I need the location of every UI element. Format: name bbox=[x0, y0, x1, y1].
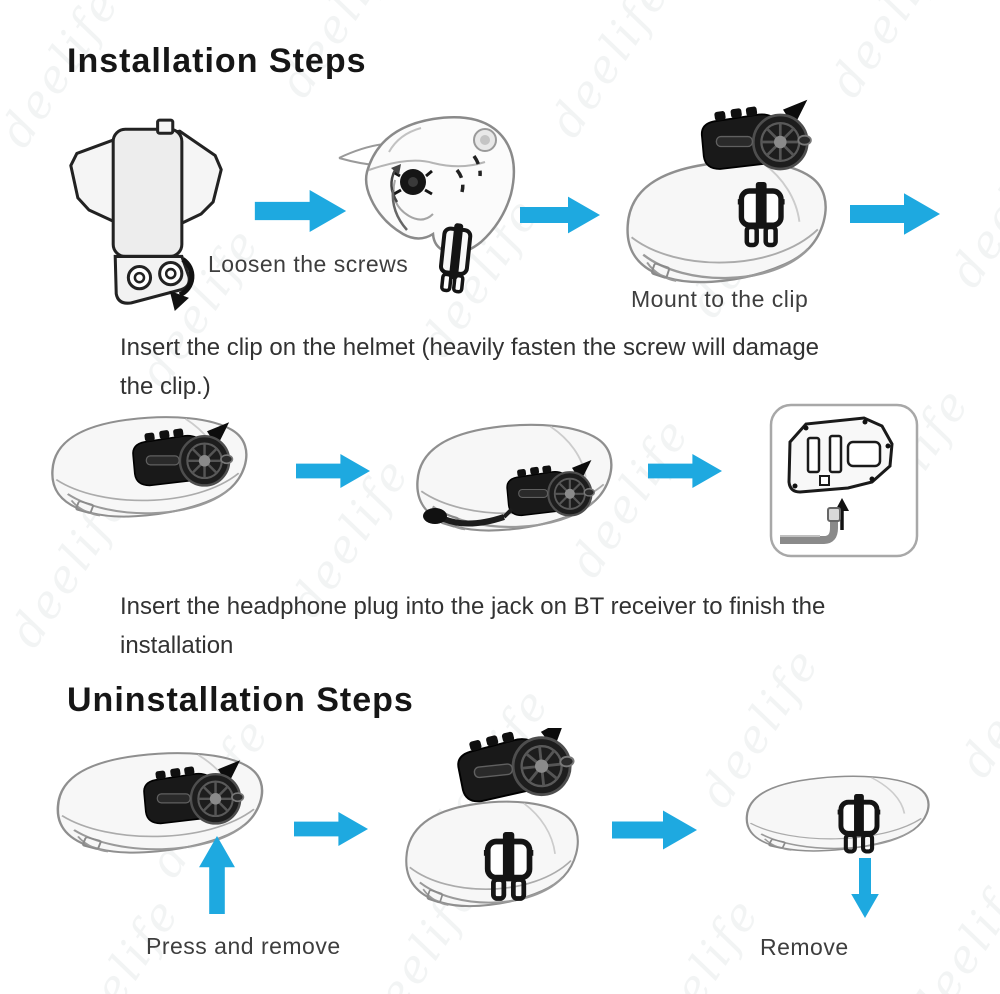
watermark: deelife bbox=[628, 887, 771, 994]
fig-clip-remaining bbox=[738, 768, 934, 863]
fig-helmet-loosen-screw bbox=[333, 106, 533, 306]
note-insert-clip-line2: the clip.) bbox=[120, 373, 211, 400]
installation-title: Installation Steps bbox=[67, 42, 367, 80]
fig-device-with-mic bbox=[408, 413, 618, 543]
arrow-right-icon bbox=[612, 810, 697, 855]
uninstallation-title: Uninstallation Steps bbox=[67, 681, 414, 719]
fig-device-detached bbox=[398, 728, 588, 922]
headphone-plug-icon bbox=[780, 507, 841, 544]
helmet-icon bbox=[745, 775, 930, 853]
arrow-up-icon bbox=[198, 836, 236, 919]
unscrew-arrow-icon bbox=[169, 257, 195, 311]
note-insert-clip: Insert the clip on the helmet (heavily f… bbox=[120, 328, 819, 406]
note-insert-plug: Insert the headphone plug into the jack … bbox=[120, 587, 825, 665]
note-insert-plug-line2: installation bbox=[120, 632, 234, 659]
hanging-clip-icon bbox=[438, 223, 473, 294]
watermark: deelife bbox=[948, 607, 1000, 787]
note-insert-clip-line1: Insert the clip on the helmet (heavily f… bbox=[120, 334, 820, 361]
note-insert-plug-line1: Insert the headphone plug into the jack … bbox=[120, 593, 826, 620]
arrow-right-icon bbox=[294, 810, 368, 853]
helmet-icon bbox=[626, 160, 827, 284]
watermark: deelife bbox=[898, 857, 1000, 994]
arrow-right-icon bbox=[520, 196, 600, 239]
fig-clip-plate bbox=[55, 103, 235, 315]
caption-mount-clip: Mount to the clip bbox=[631, 286, 809, 312]
bt-device-icon bbox=[453, 728, 579, 805]
fig-press-device bbox=[48, 742, 273, 867]
fig-device-mounted bbox=[43, 406, 258, 531]
boom-mic-icon bbox=[423, 507, 514, 527]
screw-icon bbox=[392, 169, 433, 196]
fig-mount-to-clip bbox=[618, 98, 833, 294]
caption-press-remove: Press and remove bbox=[146, 933, 341, 959]
arrow-right-icon bbox=[296, 452, 370, 495]
arrow-right-icon bbox=[850, 193, 940, 240]
caption-remove: Remove bbox=[760, 934, 849, 960]
watermark: deelife bbox=[938, 117, 1000, 297]
fig-bt-receiver-jack bbox=[768, 402, 920, 559]
arrow-right-icon bbox=[648, 452, 722, 495]
caption-loosen-screws: Loosen the screws bbox=[208, 251, 409, 277]
bt-receiver-plate-icon bbox=[787, 416, 894, 494]
bt-device-icon bbox=[700, 98, 813, 171]
arrow-down-icon bbox=[846, 858, 884, 923]
watermark: deelife bbox=[818, 0, 961, 107]
